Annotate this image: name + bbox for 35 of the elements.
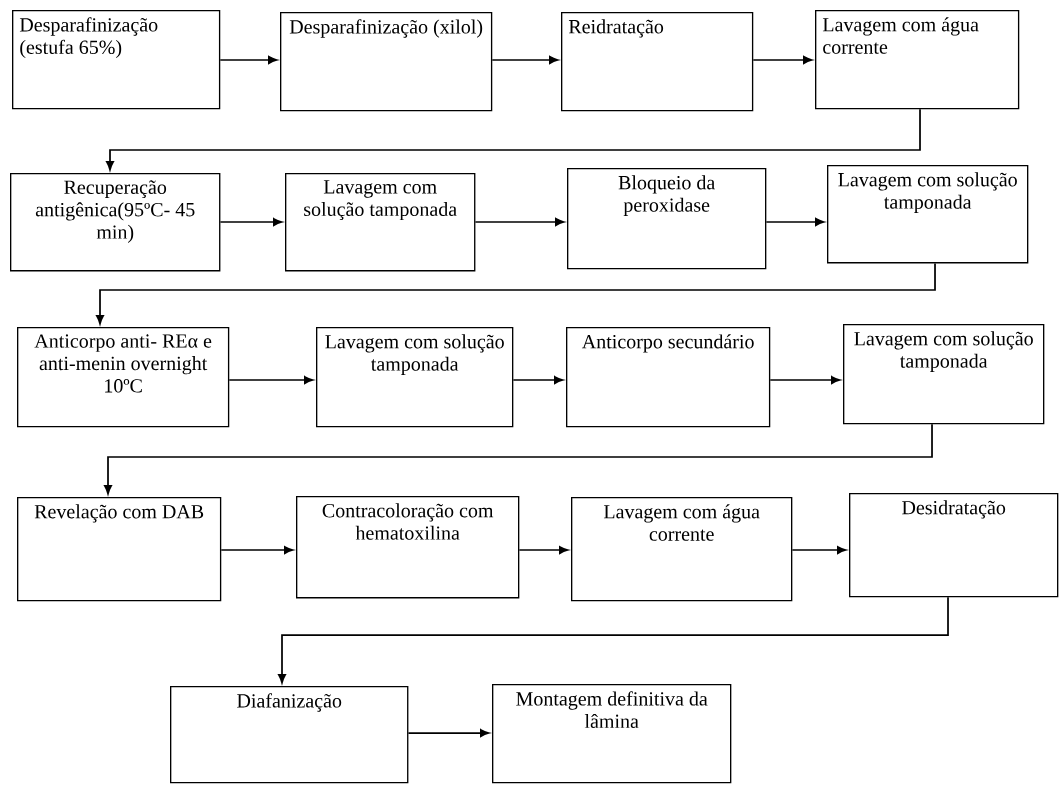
arrow (752, 56, 813, 64)
process-box: Lavagem com água corrente (815, 10, 1020, 110)
process-box: Diafanização (170, 686, 409, 784)
process-box: Lavagem com água corrente (571, 497, 793, 602)
process-box: Desparafinização (estufa 65%) (12, 10, 221, 110)
arrow (512, 376, 564, 384)
process-box: Anticorpo anti- REα e anti-menin overnight 10ºC (17, 327, 230, 428)
process-box: Reidratação (561, 12, 754, 112)
arrow (106, 108, 921, 171)
arrow (791, 546, 847, 554)
process-box: Recuperação antigênica(95ºC- 45 min) (10, 173, 221, 272)
arrow (228, 376, 314, 384)
arrow (96, 262, 936, 325)
process-box: Lavagem com solução tamponada (827, 165, 1029, 264)
arrow (769, 376, 841, 384)
process-box: Montagem definitiva da lâmina (492, 684, 732, 784)
arrow (765, 218, 825, 226)
process-box: Contracoloração com hematoxilina (296, 496, 520, 599)
process-box: Bloqueio da peroxidase (567, 168, 767, 270)
arrow (219, 218, 283, 226)
arrow (407, 729, 490, 737)
process-box: Lavagem com solução tamponada (316, 327, 514, 428)
arrow (104, 423, 933, 495)
arrow (278, 596, 949, 684)
process-box: Anticorpo secundário (566, 327, 771, 428)
process-box: Lavagem com solução tamponada (843, 324, 1045, 425)
process-box: Desidratação (849, 493, 1059, 598)
process-box: Desparafinização (xilol) (280, 12, 493, 112)
arrow (220, 546, 294, 554)
arrow (518, 546, 569, 554)
process-box: Lavagem com solução tamponada (285, 173, 476, 272)
process-box: Revelação com DAB (17, 497, 222, 602)
arrow (219, 56, 278, 64)
arrow (491, 56, 559, 64)
arrow (474, 218, 565, 226)
